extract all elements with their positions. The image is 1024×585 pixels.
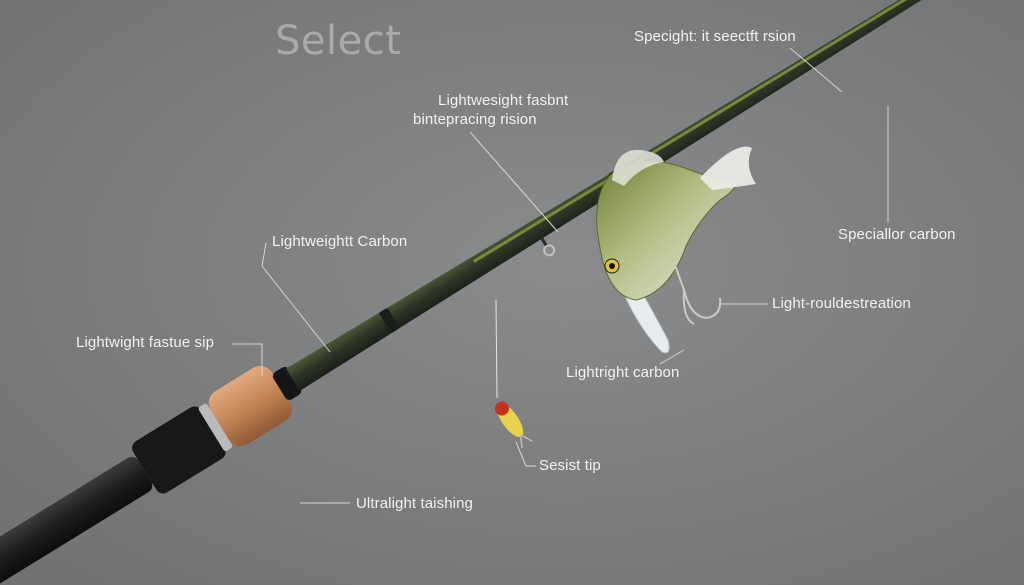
callout-line-left-upper <box>262 243 330 352</box>
callout-label-right-lower: Light-rouldestreation <box>772 295 911 313</box>
fish-lure-tail <box>700 147 756 190</box>
spinner-lure <box>491 398 533 449</box>
callout-lines <box>232 48 888 503</box>
callout-line-center <box>470 132 558 232</box>
callout-label-lure-tip: Sesist tip <box>539 457 601 475</box>
callout-label-left-upper: Lightweightt Carbon <box>272 233 407 251</box>
fish-lure <box>597 147 756 353</box>
callout-label-center-line1: Lightwesight fasbnt <box>438 92 568 110</box>
callout-label-bottom: Ultralight taishing <box>356 495 473 513</box>
fishing-line <box>496 300 497 398</box>
callout-line-lure-tip <box>516 442 536 466</box>
callout-label-center-line2: bintepracing rision <box>413 111 537 129</box>
fish-lure-hook <box>674 262 720 324</box>
callout-label-top-right: Specight: it seectft rsion <box>634 28 796 46</box>
callout-label-left-lower: Lightwight fastue sip <box>76 334 214 352</box>
callout-label-right-mid: Speciallor carbon <box>838 226 956 244</box>
page-title: Select <box>275 18 401 64</box>
callout-label-center-lower: Lightright carbon <box>566 364 679 382</box>
rod-butt-handle <box>0 454 155 585</box>
